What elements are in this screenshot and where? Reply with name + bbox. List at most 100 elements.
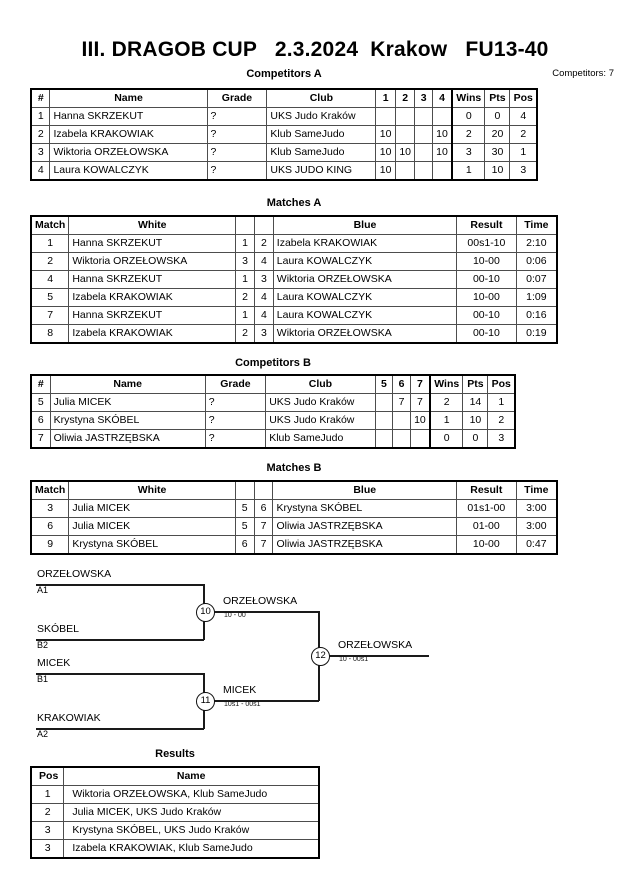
bracket-winner-name: ORZEŁOWSKA xyxy=(223,595,298,607)
bracket-entrant-code: A2 xyxy=(37,729,49,739)
cell-wins: 1 xyxy=(451,161,486,181)
bracket-match-node-10: 10 xyxy=(196,603,215,622)
col-result: Result xyxy=(456,215,517,235)
bracket-final-winner-name: ORZEŁOWSKA xyxy=(338,639,413,651)
cell-match: 7 xyxy=(30,306,70,325)
cell-num: 7 xyxy=(30,429,51,449)
cell-match: 4 xyxy=(30,270,70,289)
cell-blue: Oliwia JASTRZĘBSKA xyxy=(272,535,457,555)
cell-grade: ? xyxy=(204,411,267,430)
cell-pts: 14 xyxy=(462,393,489,412)
cell-time: 0:06 xyxy=(515,252,558,271)
cell-m6 xyxy=(392,429,411,449)
cell-club: UKS JUDO KING xyxy=(266,161,377,181)
table-row: 9 Krystyna SKÓBEL 6 7 Oliwia JASTRZĘBSKA… xyxy=(30,535,558,555)
cell-blue-num: 6 xyxy=(253,499,274,518)
table-row: 2 Julia MICEK, UKS Judo Kraków xyxy=(30,803,320,822)
cell-white: Julia MICEK xyxy=(68,499,236,518)
cell-white-num: 5 xyxy=(234,517,255,536)
cell-club: UKS Judo Kraków xyxy=(266,107,377,126)
cell-pos: 3 xyxy=(30,821,65,840)
col-m3: 3 xyxy=(414,88,433,108)
cell-result: 10-00 xyxy=(456,288,517,307)
cell-pos: 2 xyxy=(487,411,516,430)
bracket-entrant-code: A1 xyxy=(37,585,49,595)
cell-blue: Laura KOWALCZYK xyxy=(272,252,458,271)
cell-match: 5 xyxy=(30,288,70,307)
results-table: Pos Name 1 Wiktoria ORZEŁOWSKA, Klub Sam… xyxy=(30,766,320,859)
caption-competitors-a: Competitors A xyxy=(246,68,322,80)
bracket-entrant-name: KRAKOWIAK xyxy=(37,712,101,724)
cell-m2 xyxy=(394,161,416,181)
cell-grade: ? xyxy=(206,161,268,181)
cell-grade: ? xyxy=(206,125,268,144)
col-club: Club xyxy=(266,88,377,108)
cell-result: 00-10 xyxy=(456,270,517,289)
col-m6: 6 xyxy=(392,374,411,394)
cell-pts: 30 xyxy=(484,143,511,162)
cell-num: 6 xyxy=(30,411,51,430)
col-m1: 1 xyxy=(375,88,396,108)
cell-m2 xyxy=(394,107,416,126)
cell-club: UKS Judo Kraków xyxy=(265,411,376,430)
cell-m4 xyxy=(431,107,453,126)
col-wins: Wins xyxy=(429,374,464,394)
col-num: # xyxy=(30,88,51,108)
cell-name: Izabela KRAKOWIAK, Klub SameJudo xyxy=(63,839,320,859)
cell-m2: 10 xyxy=(394,143,416,162)
table-header-row: Match White Blue Result Time xyxy=(30,480,558,500)
cell-pts: 0 xyxy=(484,107,511,126)
col-blue: Blue xyxy=(272,215,458,235)
table-row: 1 Wiktoria ORZEŁOWSKA, Klub SameJudo xyxy=(30,785,320,804)
cell-time: 3:00 xyxy=(515,499,558,518)
cell-m5 xyxy=(374,411,394,430)
table-header-row: Pos Name xyxy=(30,766,320,786)
table-row: 3 Izabela KRAKOWIAK, Klub SameJudo xyxy=(30,839,320,859)
cell-pos: 4 xyxy=(509,107,538,126)
col-pts: Pts xyxy=(462,374,489,394)
table-row: 3 Julia MICEK 5 6 Krystyna SKÓBEL 01s1-0… xyxy=(30,499,558,518)
col-time: Time xyxy=(515,480,558,500)
cell-pts: 0 xyxy=(462,429,489,449)
table-row: 6 Julia MICEK 5 7 Oliwia JASTRZĘBSKA 01-… xyxy=(30,517,558,536)
cell-grade: ? xyxy=(206,107,268,126)
col-pos: Pos xyxy=(30,766,65,786)
cell-result: 01-00 xyxy=(455,517,517,536)
cell-result: 10-00 xyxy=(455,535,517,555)
competitors-b-table: # Name Grade Club 5 6 7 Wins Pts Pos 5 J… xyxy=(30,374,516,449)
table-row: 4 Hanna SKRZEKUT 1 3 Wiktoria ORZEŁOWSKA… xyxy=(30,270,558,289)
cell-time: 0:16 xyxy=(515,306,558,325)
cell-name: Wiktoria ORZEŁOWSKA, Klub SameJudo xyxy=(63,785,320,804)
cell-m3 xyxy=(414,107,433,126)
cell-m1: 10 xyxy=(375,125,396,144)
table-row: 7 Oliwia JASTRZĘBSKA ? Klub SameJudo 0 0… xyxy=(30,429,516,449)
cell-wins: 3 xyxy=(451,143,486,162)
cell-match: 9 xyxy=(30,535,70,555)
cell-white-num: 6 xyxy=(234,535,255,555)
cell-blue: Wiktoria ORZEŁOWSKA xyxy=(272,270,458,289)
col-m2: 2 xyxy=(394,88,416,108)
cell-blue-num: 4 xyxy=(253,252,274,271)
cell-result: 01s1-00 xyxy=(455,499,517,518)
bracket-line xyxy=(36,639,204,641)
cell-m4: 10 xyxy=(431,125,453,144)
cell-pos: 3 xyxy=(30,839,65,859)
table-row: 5 Izabela KRAKOWIAK 2 4 Laura KOWALCZYK … xyxy=(30,288,558,307)
cell-grade: ? xyxy=(204,393,267,412)
col-grade: Grade xyxy=(206,88,268,108)
bracket-line xyxy=(36,728,204,730)
bracket-entrant-name: MICEK xyxy=(37,657,71,669)
bracket-entrant-name: ORZEŁOWSKA xyxy=(37,568,112,580)
col-m5: 5 xyxy=(374,374,394,394)
caption-results: Results xyxy=(155,748,195,760)
cell-m7 xyxy=(409,429,431,449)
cell-white-num: 1 xyxy=(235,270,255,289)
cell-blue: Laura KOWALCZYK xyxy=(272,306,458,325)
cell-m7: 10 xyxy=(409,411,431,430)
cell-match: 1 xyxy=(30,234,70,253)
cell-time: 0:19 xyxy=(515,324,558,344)
cell-name: Krystyna SKÓBEL xyxy=(49,411,206,430)
table-row: 2 Wiktoria ORZEŁOWSKA 3 4 Laura KOWALCZY… xyxy=(30,252,558,271)
cell-name: Hanna SKRZEKUT xyxy=(49,107,208,126)
